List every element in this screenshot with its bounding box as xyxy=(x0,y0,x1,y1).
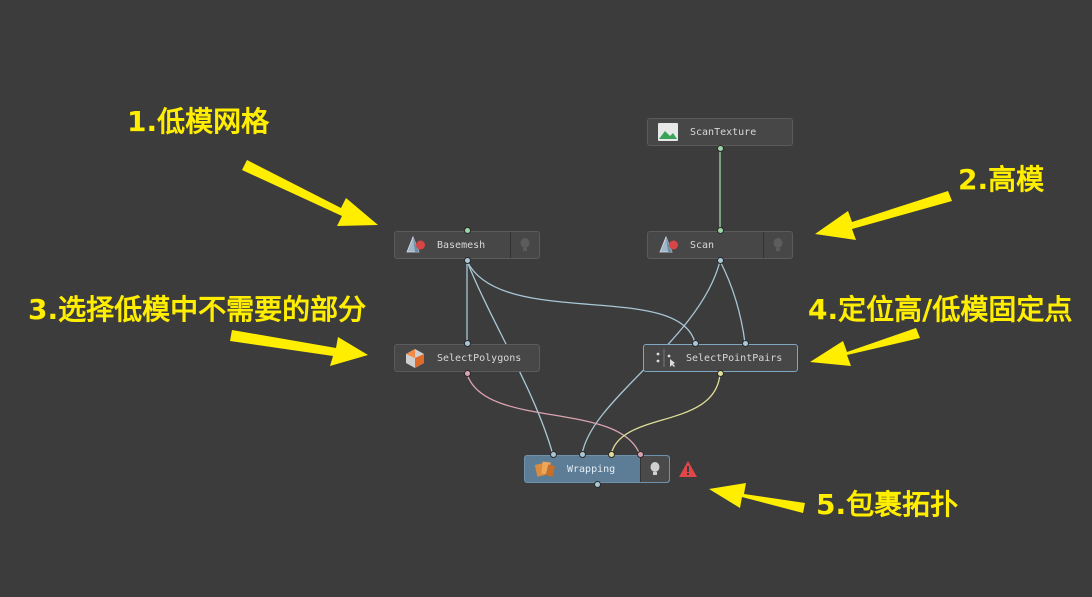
input-port[interactable] xyxy=(742,340,749,347)
bulb-icon[interactable] xyxy=(763,232,792,258)
warning-icon[interactable] xyxy=(678,460,698,478)
annotation-4: 4.定位高/低模固定点 xyxy=(808,293,1073,326)
arrow-1 xyxy=(242,160,378,226)
arrow-4 xyxy=(810,328,920,366)
wire-selectpolygons-wrapping xyxy=(466,373,641,456)
wire-scan-selectpointpairs xyxy=(719,260,746,344)
image-icon xyxy=(658,123,678,141)
annotation-arrows xyxy=(230,160,952,513)
node-scan[interactable]: Scan xyxy=(647,231,793,259)
input-port[interactable] xyxy=(637,451,644,458)
wire-selectpointpairs-wrapping xyxy=(610,373,721,456)
output-port[interactable] xyxy=(464,370,471,377)
node-label: Scan xyxy=(690,239,715,251)
output-port[interactable] xyxy=(717,145,724,152)
input-port[interactable] xyxy=(608,451,615,458)
wrapping-icon xyxy=(534,461,556,477)
input-port[interactable] xyxy=(550,451,557,458)
arrow-2 xyxy=(815,191,952,240)
node-basemesh[interactable]: Basemesh xyxy=(394,231,540,259)
annotation-3: 3.选择低模中不需要的部分 xyxy=(28,293,367,326)
input-port[interactable] xyxy=(692,340,699,347)
bulb-icon[interactable] xyxy=(640,456,669,482)
annotation-5: 5.包裹拓扑 xyxy=(816,488,959,521)
bulb-icon[interactable] xyxy=(510,232,539,258)
node-label: Wrapping xyxy=(567,463,616,475)
input-port[interactable] xyxy=(464,340,471,347)
arrow-5 xyxy=(709,483,805,513)
output-port[interactable] xyxy=(717,370,724,377)
node-label: SelectPolygons xyxy=(437,352,522,364)
point-pairs-icon xyxy=(656,349,675,367)
node-selectpolygons[interactable]: SelectPolygons xyxy=(394,344,540,372)
input-port[interactable] xyxy=(717,227,724,234)
input-port[interactable] xyxy=(579,451,586,458)
annotation-1: 1.低模网格 xyxy=(127,105,270,138)
node-scantexture[interactable]: ScanTexture xyxy=(647,118,793,146)
output-port[interactable] xyxy=(594,481,601,488)
node-label: Basemesh xyxy=(437,239,486,251)
output-port[interactable] xyxy=(717,257,724,264)
node-selectpointpairs[interactable]: SelectPointPairs xyxy=(643,344,798,372)
arrow-3 xyxy=(230,330,368,366)
output-port[interactable] xyxy=(464,257,471,264)
select-polygons-icon xyxy=(406,349,424,368)
node-wrapping[interactable]: Wrapping xyxy=(524,455,670,483)
node-label: ScanTexture xyxy=(690,126,757,138)
geometry-icon xyxy=(659,235,678,253)
annotation-2: 2.高模 xyxy=(958,163,1045,196)
input-port[interactable] xyxy=(464,227,471,234)
wire-basemesh-selectpointpairs xyxy=(466,260,696,344)
node-label: SelectPointPairs xyxy=(686,352,783,364)
geometry-icon xyxy=(406,235,425,253)
